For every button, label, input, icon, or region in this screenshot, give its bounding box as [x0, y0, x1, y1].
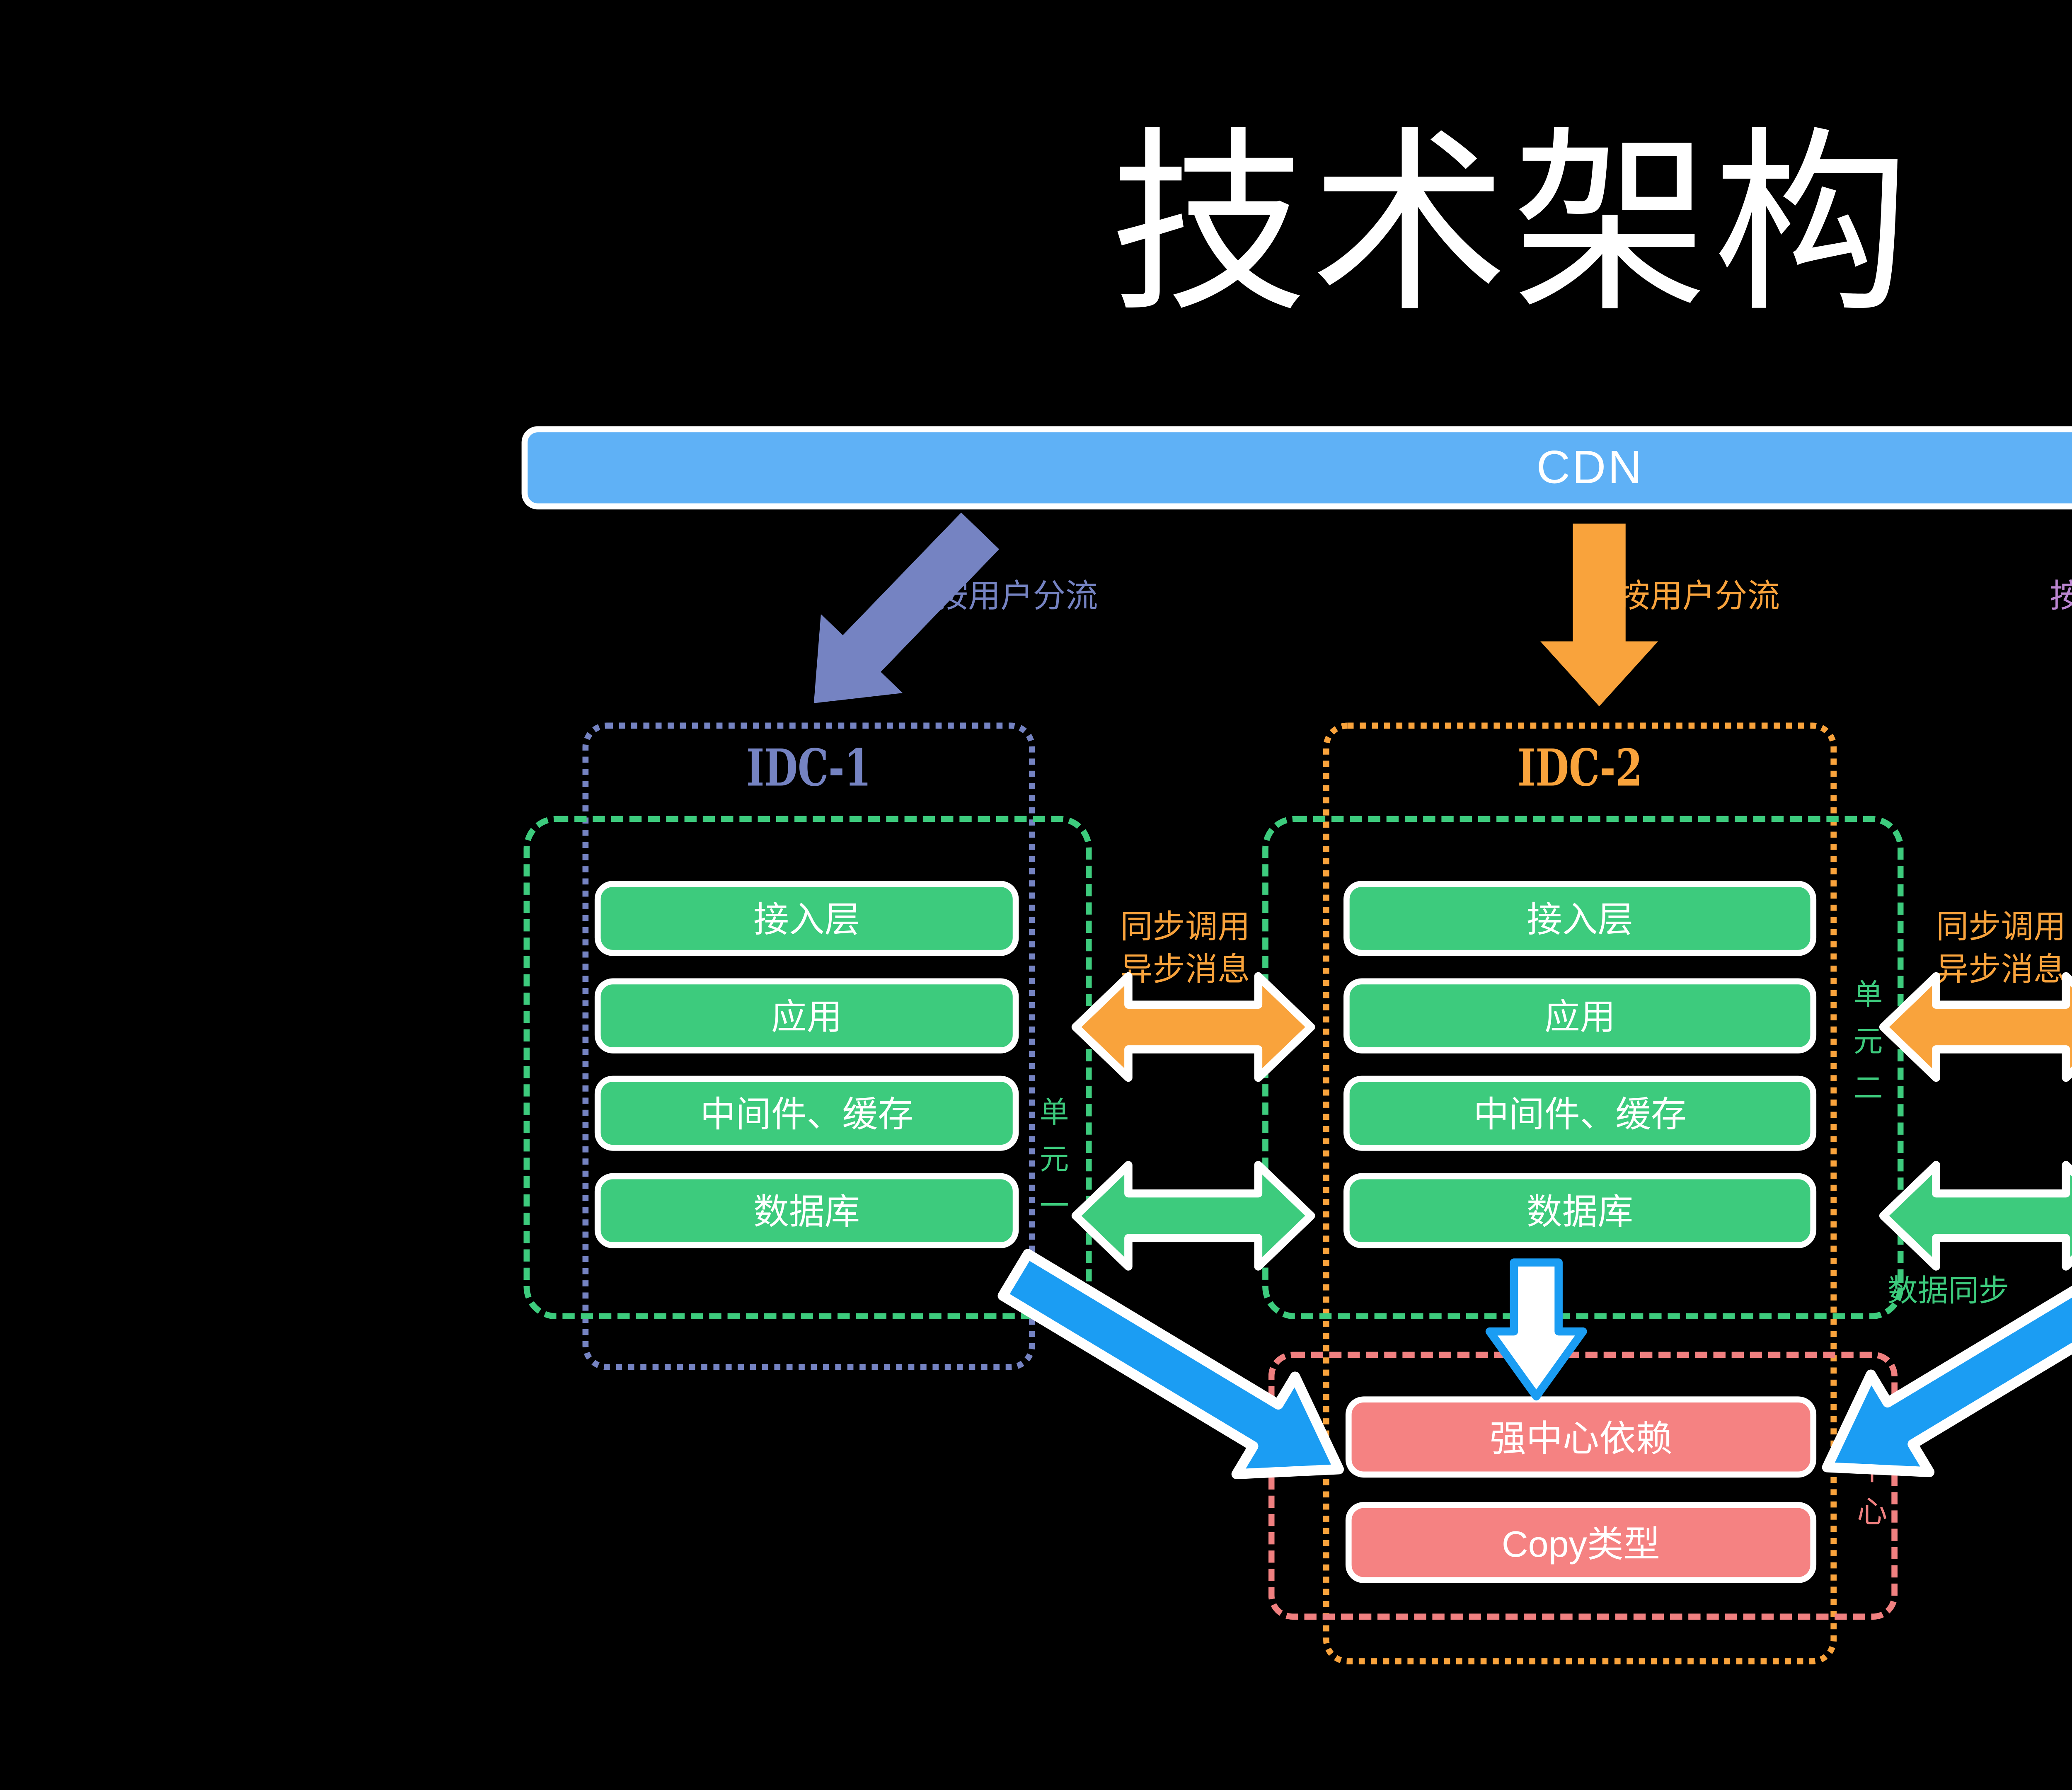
unit2-label: 单元二: [1853, 980, 1883, 1107]
idc2-layer-access: 接入层: [1343, 881, 1817, 956]
center-box: [1268, 1352, 1898, 1620]
cdn-label: CDN: [1536, 440, 1644, 494]
async-msg-label: 异步消息: [1936, 954, 2066, 988]
idc1-title: IDC-1: [746, 739, 871, 798]
data-sync-label: 数据同步: [1887, 1274, 2009, 1309]
db-sync-arrow-idc2-idc3: [1879, 1161, 2072, 1271]
idc1-layer-app: 应用: [594, 978, 1019, 1054]
idc1-box: IDC-1: [582, 722, 1035, 1370]
split-label-idc1: 按用户分流: [935, 580, 1098, 615]
center-node-copy-type: Copy类型: [1345, 1502, 1817, 1583]
unit1-label: 单元一: [1039, 1098, 1069, 1224]
idc1-layer-middleware: 中间件、缓存: [594, 1075, 1019, 1151]
idc1-layer-access: 接入层: [594, 881, 1019, 956]
page-title: 技术架构: [1110, 114, 1914, 335]
idc2-title: IDC-2: [1517, 739, 1643, 798]
sync-call-label: 同步调用: [1120, 911, 1250, 946]
idc1-layer-database: 数据库: [594, 1173, 1019, 1248]
sync-call-label: 同步调用: [1936, 911, 2066, 946]
cdn-node: CDN: [521, 426, 2072, 510]
center-label: 中心: [1857, 1453, 1888, 1531]
center-node-strong-dependency: 强中心依赖: [1345, 1396, 1817, 1478]
idc2-layer-database: 数据库: [1343, 1173, 1817, 1248]
idc2-layer-middleware: 中间件、缓存: [1343, 1075, 1817, 1151]
sync-label-idc2-idc3: 同步调用 异步消息: [1839, 907, 2072, 993]
split-label-idc2: 按用户分流: [1617, 580, 1780, 615]
split-label-idc3: 按用户分流: [2050, 568, 2072, 617]
sync-label-idc1-idc2: 同步调用 异步消息: [1023, 907, 1348, 993]
idc2-layer-app: 应用: [1343, 978, 1817, 1054]
async-msg-label: 异步消息: [1120, 954, 1250, 988]
